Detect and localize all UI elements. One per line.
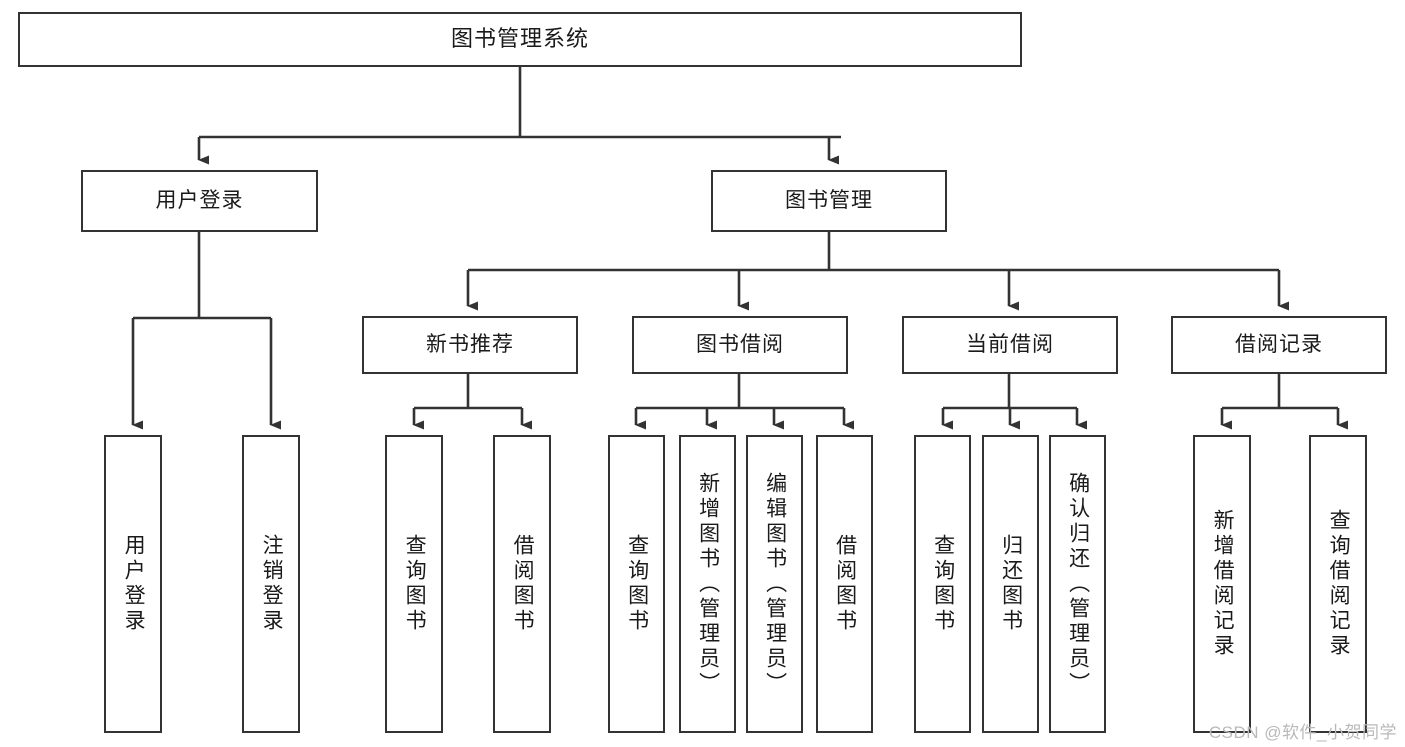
csdn-watermark: CSDN @软件_小贺同学 xyxy=(1208,723,1397,742)
node-leaf-query-borrow-record[interactable]: 查询借阅记录 xyxy=(1309,435,1367,733)
node-leaf-user-login[interactable]: 用户登录 xyxy=(104,435,162,733)
node-book-borrow-label: 图书借阅 xyxy=(696,333,784,357)
node-new-book-recommend[interactable]: 新书推荐 xyxy=(362,316,578,374)
node-leaf-borrow-book-recommend-label: 借阅图书 xyxy=(511,534,535,634)
node-leaf-confirm-return-label: 确认归还（管理员） xyxy=(1066,471,1090,697)
node-leaf-borrow-book-recommend[interactable]: 借阅图书 xyxy=(493,435,551,733)
node-leaf-query-book-borrow-label: 查询图书 xyxy=(625,534,649,634)
node-leaf-query-book-current[interactable]: 查询图书 xyxy=(914,435,971,733)
node-current-borrow-label: 当前借阅 xyxy=(966,333,1054,357)
node-leaf-return-book[interactable]: 归还图书 xyxy=(982,435,1039,733)
node-current-borrow[interactable]: 当前借阅 xyxy=(902,316,1118,374)
node-leaf-query-book-recommend-label: 查询图书 xyxy=(403,534,427,634)
node-user-login[interactable]: 用户登录 xyxy=(81,170,318,232)
node-leaf-query-book-current-label: 查询图书 xyxy=(931,534,955,634)
node-leaf-add-book[interactable]: 新增图书（管理员） xyxy=(679,435,736,733)
node-leaf-query-borrow-record-label: 查询借阅记录 xyxy=(1327,509,1351,659)
node-leaf-add-borrow-record[interactable]: 新增借阅记录 xyxy=(1193,435,1251,733)
node-leaf-return-book-label: 归还图书 xyxy=(999,534,1023,634)
node-book-manage-label: 图书管理 xyxy=(785,189,873,213)
node-book-manage[interactable]: 图书管理 xyxy=(711,170,947,232)
node-leaf-edit-book[interactable]: 编辑图书（管理员） xyxy=(746,435,803,733)
node-leaf-borrow-book-borrow[interactable]: 借阅图书 xyxy=(816,435,873,733)
node-leaf-query-book-borrow[interactable]: 查询图书 xyxy=(608,435,665,733)
node-leaf-add-borrow-record-label: 新增借阅记录 xyxy=(1211,509,1235,659)
node-user-login-label: 用户登录 xyxy=(155,189,244,213)
node-borrow-record-label: 借阅记录 xyxy=(1235,333,1323,357)
node-leaf-borrow-book-borrow-label: 借阅图书 xyxy=(833,534,857,634)
node-leaf-query-book-recommend[interactable]: 查询图书 xyxy=(385,435,443,733)
node-leaf-add-book-label: 新增图书（管理员） xyxy=(696,471,720,697)
node-leaf-user-login-label: 用户登录 xyxy=(122,534,146,634)
node-borrow-record[interactable]: 借阅记录 xyxy=(1171,316,1387,374)
node-leaf-user-logout-label: 注销登录 xyxy=(260,534,284,634)
node-leaf-user-logout[interactable]: 注销登录 xyxy=(242,435,300,733)
node-new-book-recommend-label: 新书推荐 xyxy=(426,333,514,357)
node-book-borrow[interactable]: 图书借阅 xyxy=(632,316,848,374)
node-leaf-edit-book-label: 编辑图书（管理员） xyxy=(763,471,787,697)
node-root-system[interactable]: 图书管理系统 xyxy=(18,12,1022,67)
node-root-system-label: 图书管理系统 xyxy=(450,26,589,52)
node-leaf-confirm-return[interactable]: 确认归还（管理员） xyxy=(1049,435,1106,733)
